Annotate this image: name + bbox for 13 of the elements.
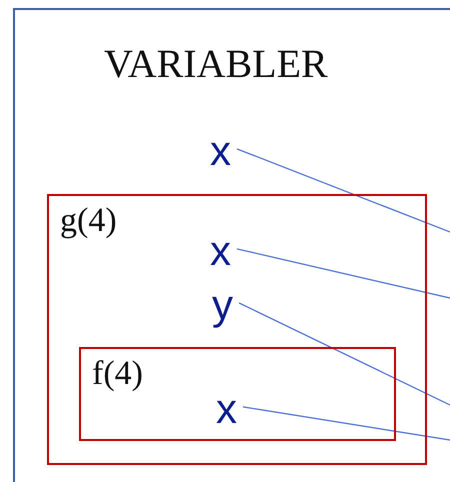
title: VARIABLER: [104, 40, 328, 87]
connector-line: [236, 148, 450, 233]
variable-label: x: [210, 230, 231, 272]
scope-label: f(4): [92, 355, 143, 392]
scope-frame: [47, 194, 427, 465]
variable-label: x: [210, 130, 231, 172]
scope-frame: [79, 347, 396, 441]
connector-line: [238, 302, 450, 406]
variable-label: y: [212, 284, 233, 326]
connector-line: [236, 248, 450, 299]
connector-line: [242, 406, 450, 441]
variable-label: x: [216, 388, 237, 430]
scope-label: g(4): [60, 202, 117, 240]
